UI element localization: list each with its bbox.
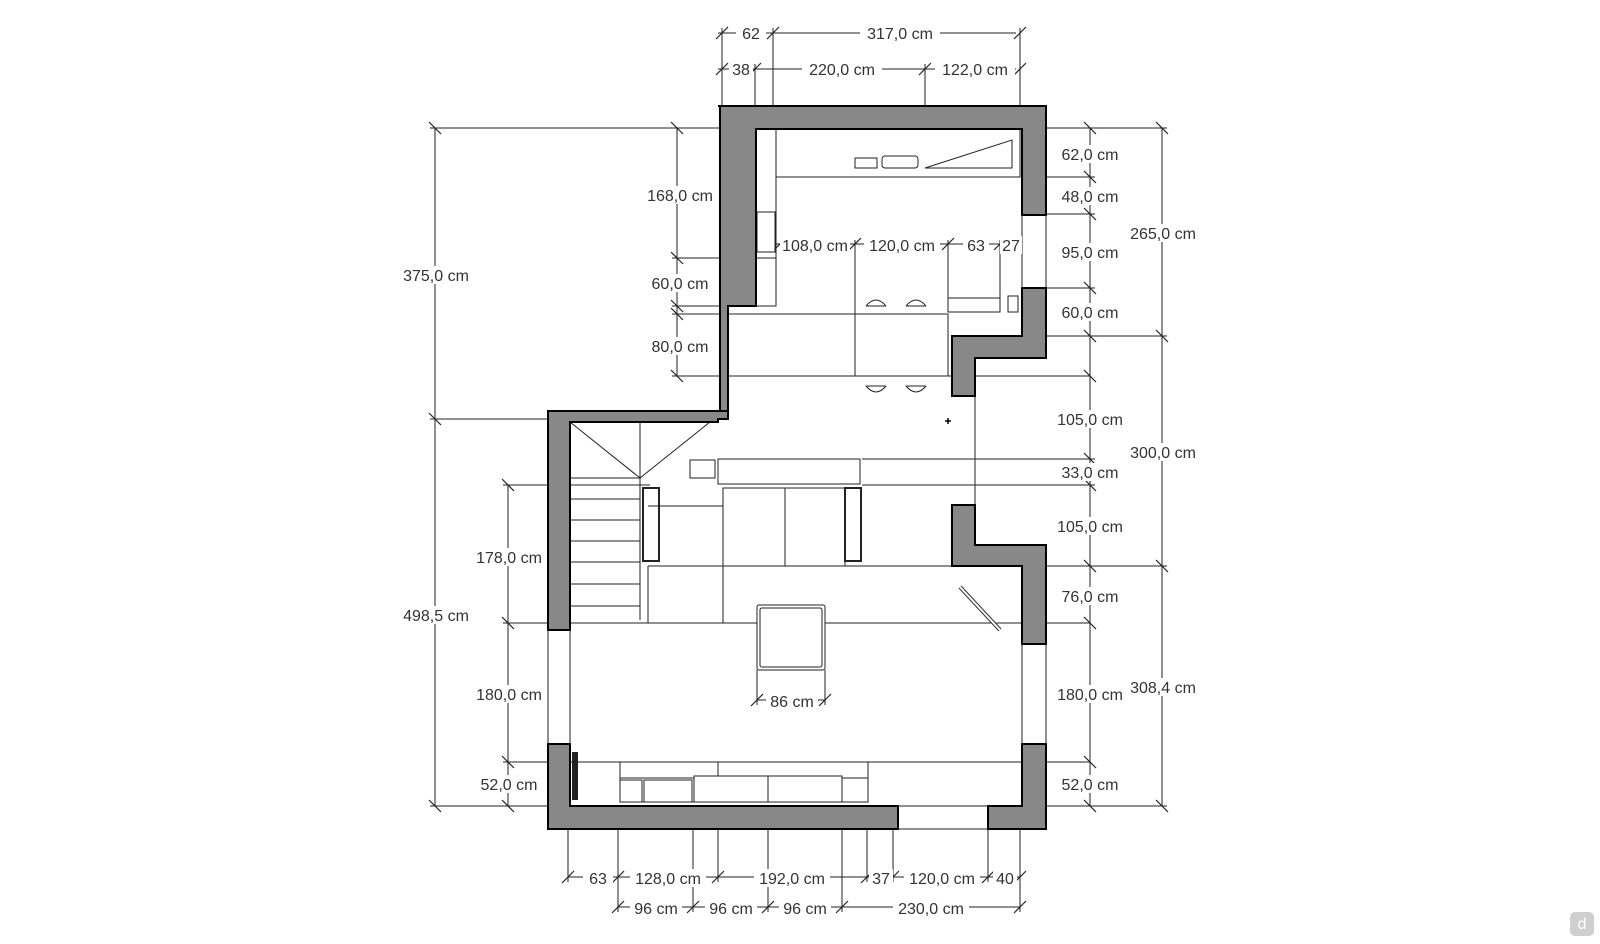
dim-bot-120: 120,0 cm — [909, 871, 975, 888]
dim-bot-96b: 96 cm — [709, 901, 753, 918]
dim-bot-192: 192,0 cm — [759, 871, 825, 888]
dim-top-317: 317,0 cm — [867, 26, 933, 43]
dim-top-38: 38 — [732, 62, 750, 79]
dim-mid-120: 120,0 cm — [869, 238, 935, 255]
cursor-crosshair — [945, 418, 951, 424]
dim-right-33: 33,0 cm — [1062, 465, 1119, 482]
dim-left-52: 52,0 cm — [481, 777, 538, 794]
dim-left-498: 498,5 cm — [403, 608, 469, 625]
dim-right-52: 52,0 cm — [1062, 777, 1119, 794]
dim-top-220: 220,0 cm — [809, 62, 875, 79]
dim-bot-63: 63 — [589, 871, 607, 888]
dim-right-265: 265,0 cm — [1130, 226, 1196, 243]
dim-bot-96a: 96 cm — [634, 901, 678, 918]
coffee-table — [756, 604, 826, 671]
dimension-labels: 62 317,0 cm 38 220,0 cm 122,0 cm 375,0 c… — [398, 24, 1201, 918]
dim-mid-63: 63 — [967, 238, 985, 255]
watermark-badge: d — [1570, 912, 1594, 936]
dim-left-60: 60,0 cm — [652, 276, 709, 293]
dim-right-105b: 105,0 cm — [1057, 519, 1123, 536]
dim-bot-96c: 96 cm — [783, 901, 827, 918]
dim-right-62: 62,0 cm — [1062, 147, 1119, 164]
dim-mid-108: 108,0 cm — [782, 238, 848, 255]
dim-right-95: 95,0 cm — [1062, 245, 1119, 262]
walls — [547, 105, 1047, 830]
tv-cabinet — [572, 752, 869, 803]
dim-bot-128: 128,0 cm — [635, 871, 701, 888]
dim-left-168: 168,0 cm — [647, 188, 713, 205]
dim-mid-27: 27 — [1002, 238, 1020, 255]
dim-bot-230: 230,0 cm — [898, 901, 964, 918]
dim-mid-86: 86 cm — [770, 694, 814, 711]
kitchen-counter — [755, 128, 1021, 313]
dim-top-62: 62 — [742, 26, 760, 43]
living-sofa — [642, 458, 1020, 623]
dim-bot-37: 37 — [872, 871, 890, 888]
dim-left-375: 375,0 cm — [403, 268, 469, 285]
dim-right-48: 48,0 cm — [1062, 189, 1119, 206]
dim-left-80: 80,0 cm — [652, 339, 709, 356]
dim-top-122: 122,0 cm — [942, 62, 1008, 79]
dim-bot-40: 40 — [996, 871, 1014, 888]
radiator — [572, 752, 578, 800]
dim-right-308: 308,4 cm — [1130, 680, 1196, 697]
dim-right-60: 60,0 cm — [1062, 305, 1119, 322]
dim-right-105a: 105,0 cm — [1057, 412, 1123, 429]
dim-right-180: 180,0 cm — [1057, 687, 1123, 704]
dim-left-178: 178,0 cm — [476, 550, 542, 567]
dim-right-76: 76,0 cm — [1062, 589, 1119, 606]
dimension-ticks — [428, 26, 1169, 914]
dim-right-300: 300,0 cm — [1130, 445, 1196, 462]
dining-table — [854, 299, 949, 393]
door — [958, 396, 1002, 632]
dim-left-180: 180,0 cm — [476, 687, 542, 704]
staircase — [569, 421, 716, 620]
